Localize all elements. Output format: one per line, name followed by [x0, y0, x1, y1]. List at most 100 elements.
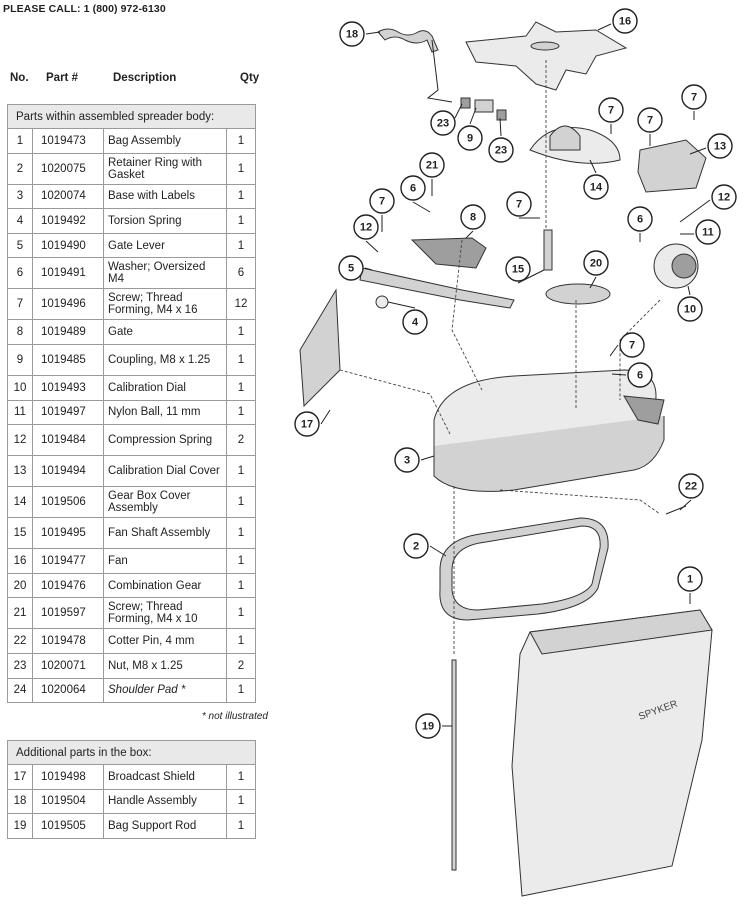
callout-leader: [420, 455, 435, 461]
cell-desc: Compression Spring: [103, 424, 227, 457]
callout-label: 23: [437, 118, 449, 130]
callout-leader: [429, 545, 447, 557]
cell-qty: 1: [226, 208, 256, 234]
callout-22: 22: [678, 473, 704, 499]
cell-qty: 1: [226, 455, 256, 488]
bag-assembly-drawing: SPYKER: [511, 609, 713, 897]
callout-leader: [365, 240, 379, 253]
assembly-guide-lines: [339, 60, 661, 656]
fan-shaft-drawing: [543, 229, 553, 271]
dial-cover-drawing: [637, 139, 707, 193]
cell-qty: 1: [226, 319, 256, 345]
cell-qty: 1: [226, 788, 256, 815]
callout-label: 13: [714, 141, 726, 153]
callout-14: 14: [583, 174, 609, 200]
combination-gear-drawing: [545, 283, 611, 305]
cell-part: 1019489: [32, 319, 104, 345]
cell-no: 23: [7, 652, 33, 679]
callout-21: 21: [419, 152, 445, 178]
callout-7: 7: [506, 191, 532, 217]
cell-qty: 2: [226, 424, 256, 457]
cell-desc: Gate: [103, 319, 227, 345]
nut-drawing-2: [496, 109, 507, 121]
cell-desc: Bag Assembly: [103, 128, 227, 154]
cell-desc: Calibration Dial: [103, 374, 227, 401]
callout-label: 16: [619, 16, 631, 28]
callout-18: 18: [339, 21, 365, 47]
callout-6: 6: [627, 362, 653, 388]
cell-qty: 12: [226, 288, 256, 321]
callout-leader: [609, 344, 619, 357]
cell-desc: Shoulder Pad *: [103, 677, 227, 704]
cell-desc: Handle Assembly: [103, 788, 227, 815]
callout-7: 7: [598, 97, 624, 123]
callout-label: 21: [426, 160, 438, 172]
cell-desc: Washer; Oversized M4: [103, 257, 227, 290]
callout-label: 5: [348, 263, 354, 275]
cell-no: 10: [7, 374, 33, 401]
callout-5: 5: [338, 255, 364, 281]
cell-desc: Fan Shaft Assembly: [103, 517, 227, 550]
callout-label: 7: [647, 115, 653, 127]
header-part: Part #: [46, 72, 78, 84]
callout-label: 2: [413, 541, 419, 553]
cell-part: 1020064: [32, 677, 104, 704]
section-title: Parts within assembled spreader body:: [7, 104, 256, 129]
callout-15: 15: [505, 256, 531, 282]
callout-6: 6: [400, 175, 426, 201]
callout-label: 11: [702, 227, 714, 239]
callout-20: 20: [583, 250, 609, 276]
cell-part: 1019497: [32, 399, 104, 426]
cell-part: 1019484: [32, 424, 104, 457]
callout-leader: [687, 285, 691, 296]
cell-qty: 1: [226, 183, 256, 210]
cell-part: 1019493: [32, 374, 104, 401]
callout-17: 17: [294, 411, 320, 437]
callout-12: 12: [353, 214, 379, 240]
cell-desc: Coupling, M8 x 1.25: [103, 343, 227, 376]
callout-label: 7: [691, 92, 697, 104]
gate-drawing: [410, 237, 487, 269]
header-no: No.: [10, 72, 29, 84]
callout-label: 1: [687, 574, 693, 586]
cell-qty: 1: [226, 343, 256, 376]
cell-desc: Broadcast Shield: [103, 764, 227, 790]
cell-desc: Screw; Thread Forming, M4 x 16: [103, 288, 227, 321]
cell-no: 19: [7, 813, 33, 839]
callout-label: 3: [404, 455, 410, 467]
cell-no: 9: [7, 343, 33, 376]
callout-leader: [454, 103, 463, 119]
callout-label: 6: [637, 370, 643, 382]
callout-label: 8: [470, 212, 476, 224]
cell-part: 1019495: [32, 517, 104, 550]
callout-leader: [611, 373, 627, 376]
cell-part: 1019505: [32, 813, 104, 839]
broadcast-shield-drawing: [299, 288, 341, 408]
cell-qty: 1: [226, 597, 256, 630]
gear-box-cover-drawing: [529, 125, 621, 164]
callout-leader: [597, 23, 612, 31]
callout-13: 13: [707, 133, 733, 159]
cell-part: 1019506: [32, 486, 104, 519]
callout-6: 6: [627, 206, 653, 232]
cell-part: 1019490: [32, 232, 104, 259]
footnote: * not illustrated: [201, 711, 268, 722]
callout-label: 18: [346, 29, 358, 41]
section-title: Additional parts in the box:: [7, 740, 256, 765]
cell-qty: 1: [226, 232, 256, 259]
cell-qty: 1: [226, 517, 256, 550]
